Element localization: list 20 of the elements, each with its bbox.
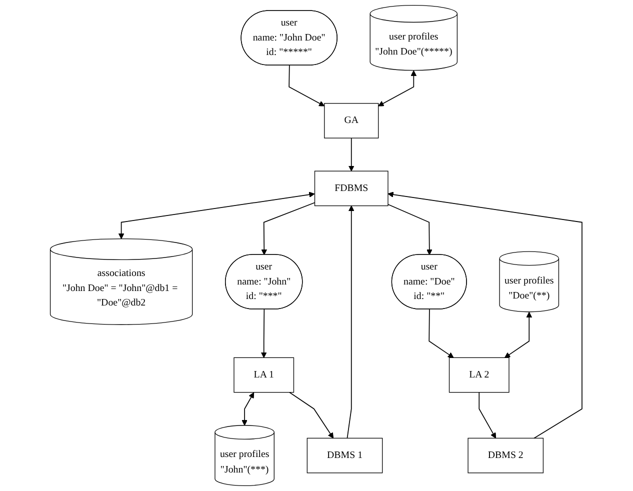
- node-box: FDBMS: [314, 170, 389, 206]
- node-box: LA 1: [234, 357, 294, 393]
- node-box: GA: [324, 103, 380, 138]
- node-box: LA 2: [449, 357, 510, 393]
- node-box: DBMS 2: [468, 438, 544, 474]
- arrow: [347, 206, 355, 439]
- arrow: [348, 138, 355, 172]
- arrow: [261, 308, 268, 358]
- arrow: [262, 202, 316, 256]
- arrow: [504, 312, 532, 358]
- node-box: DBMS 1: [307, 438, 384, 474]
- arrow: [242, 392, 254, 426]
- arrow: [378, 70, 417, 106]
- arrow: [289, 392, 334, 438]
- arrow: [118, 192, 316, 240]
- arrow: [479, 392, 496, 438]
- arrow: [429, 308, 454, 358]
- arrow: [289, 64, 326, 106]
- arrow: [388, 204, 433, 256]
- arrow: [388, 192, 583, 439]
